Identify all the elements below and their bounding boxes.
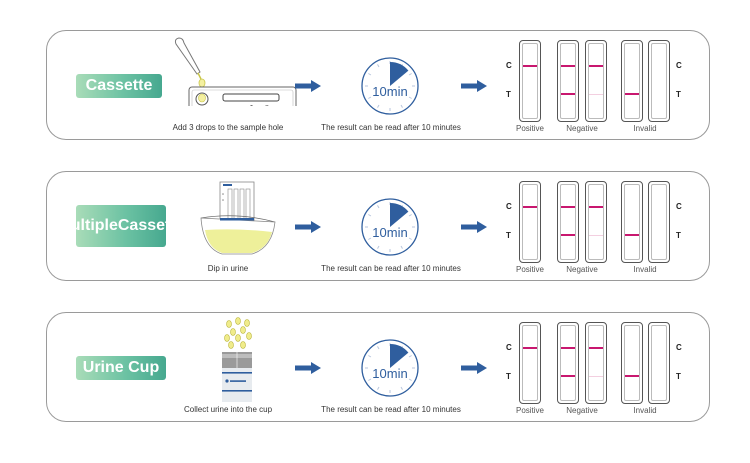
c-label: C [676, 343, 682, 352]
arrow-icon [461, 221, 487, 233]
c-label: C [506, 61, 512, 70]
test-line [561, 234, 575, 236]
control-line [589, 347, 603, 349]
control-line [589, 206, 603, 208]
arrow-icon [295, 221, 321, 233]
t-label: T [676, 372, 681, 381]
test-line [625, 93, 639, 95]
c-label: C [676, 61, 682, 70]
dip-card-bowl-icon [200, 181, 276, 255]
timer-icon: 10min [361, 198, 419, 256]
result-strip-invalid [621, 181, 643, 263]
cassette-dropper-icon: STC [174, 37, 297, 112]
result-strip-positive [519, 181, 541, 263]
svg-text:T: T [250, 105, 253, 106]
urine-cup-icon [222, 317, 252, 402]
invalid-label: Invalid [633, 406, 657, 415]
control-line [561, 65, 575, 67]
test-line [625, 234, 639, 236]
timer-caption: The result can be read after 10 minutes [321, 123, 461, 132]
timer-text: 10min [372, 84, 407, 99]
t-label: T [676, 231, 681, 240]
illustration [219, 316, 269, 411]
method-panel-cassette: Cassette STC Add 3 drops to the sample h… [46, 30, 710, 140]
method-badge: Urine Cup [76, 356, 166, 380]
negative-label: Negative [566, 265, 598, 274]
illustration: STC [168, 36, 298, 112]
control-line [523, 206, 537, 208]
result-strip-invalid [621, 322, 643, 404]
faint-test-line [589, 376, 603, 377]
result-strip-negative [557, 40, 579, 122]
t-label: T [506, 90, 511, 99]
method-badge: Cassette [76, 74, 162, 98]
negative-label: Negative [566, 406, 598, 415]
control-line [523, 347, 537, 349]
timer-icon: 10min [361, 57, 419, 115]
result-strip-negative [557, 322, 579, 404]
result-strip-negative-faint [585, 181, 607, 263]
arrow-icon [295, 362, 321, 374]
control-line [561, 206, 575, 208]
result-strip-invalid-blank [648, 322, 670, 404]
positive-label: Positive [515, 124, 545, 133]
t-label: T [506, 231, 511, 240]
step-caption: Collect urine into the cup [183, 405, 273, 414]
result-strip-negative [557, 181, 579, 263]
control-line [523, 65, 537, 67]
positive-label: Positive [515, 406, 545, 415]
result-strip-invalid [621, 40, 643, 122]
control-line [589, 65, 603, 67]
step-caption: Add 3 drops to the sample hole [172, 123, 284, 132]
timer-icon: 10min [361, 339, 419, 397]
test-line [561, 375, 575, 377]
result-strip-negative-faint [585, 40, 607, 122]
c-label: C [506, 343, 512, 352]
invalid-label: Invalid [633, 265, 657, 274]
svg-text:C: C [265, 105, 269, 106]
control-line [561, 347, 575, 349]
step-caption: Dip in urine [207, 264, 249, 273]
negative-label: Negative [566, 124, 598, 133]
invalid-label: Invalid [633, 124, 657, 133]
test-line [625, 375, 639, 377]
arrow-icon [295, 80, 321, 92]
result-strip-negative-faint [585, 322, 607, 404]
test-line [561, 93, 575, 95]
c-label: C [506, 202, 512, 211]
faint-test-line [589, 94, 603, 95]
t-label: T [676, 90, 681, 99]
method-panel-urine-cup: Urine Cup Collect urine into the cup 10m… [46, 312, 710, 422]
arrow-icon [461, 362, 487, 374]
result-strip-invalid-blank [648, 40, 670, 122]
positive-label: Positive [515, 265, 545, 274]
timer-caption: The result can be read after 10 minutes [321, 264, 461, 273]
arrow-icon [461, 80, 487, 92]
timer-text: 10min [372, 225, 407, 240]
result-strip-invalid-blank [648, 181, 670, 263]
timer-caption: The result can be read after 10 minutes [321, 405, 461, 414]
t-label: T [506, 372, 511, 381]
timer-text: 10min [372, 366, 407, 381]
c-label: C [676, 202, 682, 211]
faint-test-line [589, 235, 603, 236]
result-strip-positive [519, 40, 541, 122]
result-strip-positive [519, 322, 541, 404]
illustration [198, 180, 278, 265]
